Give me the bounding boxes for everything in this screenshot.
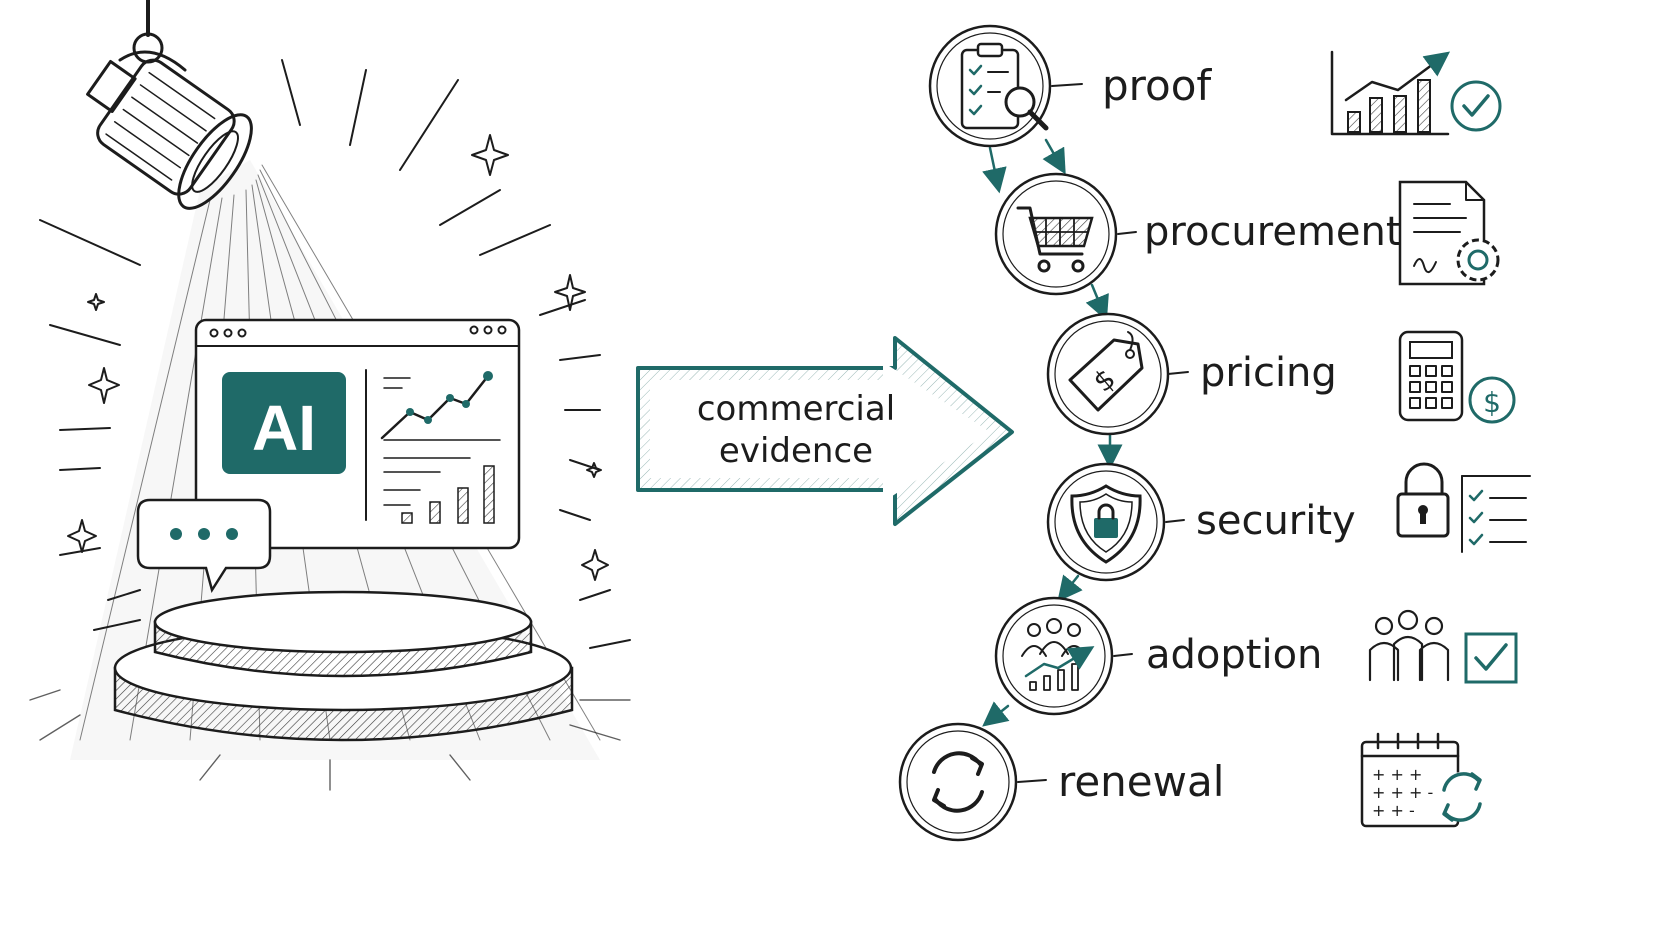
shopping-cart-icon <box>1016 206 1094 273</box>
window-dots-icon <box>209 325 507 338</box>
podium <box>29 590 631 791</box>
arrow-label-line2: evidence <box>719 431 873 471</box>
stage-label-pricing: pricing <box>1200 350 1337 396</box>
ai-badge-text: AI <box>252 392 316 464</box>
stage-procurement: procurement <box>994 172 1500 296</box>
browser-window: AI <box>194 318 521 550</box>
stage-adoption: adoption <box>994 596 1518 716</box>
price-tag-icon: $ <box>1068 331 1144 412</box>
trend-line-icon <box>380 371 501 473</box>
clipboard-search-icon <box>960 42 1049 131</box>
padlock-checklist-icon <box>1396 462 1531 553</box>
chat-bubble-icon <box>136 498 272 594</box>
svg-text:+ + +: + + + <box>1372 765 1422 784</box>
svg-text:+ + + -: + + + - <box>1372 783 1433 802</box>
commercial-evidence-arrow: commercial evidence <box>636 336 1014 526</box>
stage-label-security: security <box>1196 498 1356 544</box>
arrow-label-line1: commercial <box>697 389 895 429</box>
svg-text:$: $ <box>1483 386 1501 419</box>
calculator-dollar-icon: $ <box>1398 330 1516 424</box>
radiance-lines <box>39 59 631 649</box>
stage-pricing: $ pricing $ <box>1046 312 1516 436</box>
svg-text:+ + -: + + - <box>1372 801 1415 820</box>
bar-chart-check-icon <box>1330 50 1502 136</box>
people-growth-icon <box>1021 618 1095 691</box>
calendar-refresh-icon: + + + + + + - + + - <box>1360 732 1486 828</box>
stage-renewal: renewal + + + + + + - + + - <box>898 722 1486 842</box>
spotlight-scene: AI <box>29 0 631 791</box>
stage-security: security <box>1046 462 1531 582</box>
stage-label-procurement: procurement <box>1144 209 1402 255</box>
flow-arrows <box>982 138 1123 727</box>
bar-chart-icon <box>383 465 495 524</box>
spotlight-lamp-icon <box>86 0 253 210</box>
stage-label-adoption: adoption <box>1146 632 1322 678</box>
ai-badge <box>222 372 346 474</box>
refresh-cycle-icon <box>932 751 984 813</box>
stage-label-renewal: renewal <box>1058 757 1224 806</box>
document-gear-icon <box>1398 180 1500 286</box>
sparkle-icons <box>67 134 609 581</box>
stage-chain: proof <box>898 24 1531 842</box>
shield-lock-icon <box>1070 484 1142 564</box>
stage-proof: proof <box>928 24 1502 148</box>
stage-label-proof: proof <box>1102 61 1212 110</box>
team-checkbox-icon <box>1368 609 1518 684</box>
